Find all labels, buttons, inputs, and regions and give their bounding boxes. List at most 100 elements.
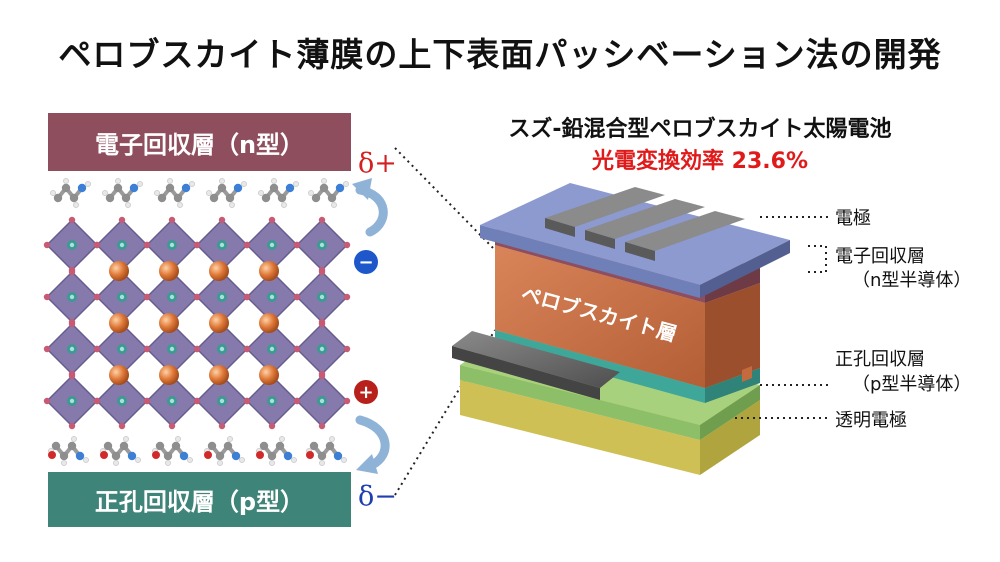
label-tco: 透明電極 bbox=[835, 410, 907, 431]
electron-collection-layer: 電子回収層（n型） bbox=[48, 113, 351, 171]
a-site-cation bbox=[109, 313, 129, 333]
a-site-cation bbox=[259, 313, 279, 333]
page-title: ペロブスカイト薄膜の上下表面パッシベーション法の開発 bbox=[58, 35, 942, 74]
label-etl-line2: （n型半導体） bbox=[852, 270, 972, 291]
ligand-molecule bbox=[204, 436, 245, 466]
ligand-molecule bbox=[100, 436, 141, 466]
halide-atom bbox=[68, 268, 76, 276]
a-site-cation bbox=[259, 261, 279, 281]
ligand-molecule bbox=[206, 178, 247, 208]
halide-atom bbox=[218, 216, 226, 224]
halide-atom bbox=[143, 293, 151, 301]
halide-atom bbox=[293, 293, 301, 301]
label-etl-line1: 電子回収層 bbox=[835, 246, 925, 267]
halide-atom bbox=[93, 293, 101, 301]
finger-electrodes bbox=[545, 187, 745, 261]
a-site-cation bbox=[159, 365, 179, 385]
substrate-front-face bbox=[460, 380, 700, 475]
ligand-molecule bbox=[308, 178, 349, 208]
halide-atom bbox=[143, 397, 151, 405]
halide-atom bbox=[268, 216, 276, 224]
label-htl-line2: （p型半導体） bbox=[852, 374, 972, 395]
halide-atom bbox=[43, 241, 51, 249]
halide-atom bbox=[318, 372, 326, 380]
halide-atom bbox=[143, 241, 151, 249]
halide-atom bbox=[343, 345, 351, 353]
halide-atom bbox=[243, 241, 251, 249]
a-site-cation bbox=[159, 313, 179, 333]
svg-text:+: + bbox=[358, 382, 373, 403]
halide-atom bbox=[318, 216, 326, 224]
ligand-molecule bbox=[154, 178, 195, 208]
tco-side-face bbox=[700, 385, 760, 440]
halide-atom bbox=[318, 422, 326, 430]
ligand-molecule bbox=[256, 436, 297, 466]
ligand-molecule bbox=[258, 178, 299, 208]
bottom-rod-electrode bbox=[452, 331, 620, 400]
positive-charge-icon: + bbox=[354, 380, 378, 404]
halide-atom bbox=[293, 397, 301, 405]
halide-atom bbox=[43, 293, 51, 301]
etl-side-face bbox=[705, 268, 760, 303]
passivation-molecules-top bbox=[50, 178, 349, 208]
delta-plus-label: δ+ bbox=[358, 148, 397, 179]
connector-line-bottom bbox=[394, 329, 496, 496]
halide-atom bbox=[43, 397, 51, 405]
device-title: スズ-鉛混合型ペロブスカイト太陽電池 bbox=[508, 117, 892, 142]
halide-atom bbox=[68, 422, 76, 430]
halide-atom bbox=[193, 345, 201, 353]
halide-atom bbox=[193, 293, 201, 301]
perovskite-crystal-lattice bbox=[43, 216, 351, 430]
halide-atom bbox=[343, 241, 351, 249]
curved-arrow-bottom-icon bbox=[355, 415, 390, 474]
ligand-molecule bbox=[102, 178, 143, 208]
ligand-molecule bbox=[48, 436, 89, 466]
passivation-molecules-bottom bbox=[48, 436, 347, 466]
ligand-molecule bbox=[50, 178, 91, 208]
top-electrode-top-face bbox=[480, 183, 790, 285]
svg-text:−: − bbox=[358, 252, 373, 273]
efficiency-label: 光電変換効率 23.6% bbox=[592, 149, 808, 174]
tco-front-face bbox=[460, 365, 700, 440]
a-site-cation bbox=[109, 261, 129, 281]
leader-etl bbox=[808, 245, 827, 273]
halide-atom bbox=[293, 345, 301, 353]
halide-atom bbox=[243, 397, 251, 405]
halide-atom bbox=[93, 397, 101, 405]
hole-collection-layer: 正孔回収層（p型） bbox=[48, 472, 351, 527]
halide-atom bbox=[243, 345, 251, 353]
halide-atom bbox=[93, 241, 101, 249]
perovskite-front-face bbox=[495, 245, 705, 388]
halide-atom bbox=[168, 422, 176, 430]
ligand-molecule bbox=[306, 436, 347, 466]
negative-charge-icon: − bbox=[354, 250, 378, 274]
halide-atom bbox=[118, 422, 126, 430]
top-electrode-front-face bbox=[480, 225, 700, 298]
halide-atom bbox=[318, 268, 326, 276]
halide-atom bbox=[93, 345, 101, 353]
delta-minus-label: δ− bbox=[358, 481, 397, 512]
halide-atom bbox=[68, 372, 76, 380]
halide-atom bbox=[343, 397, 351, 405]
a-site-cation bbox=[209, 313, 229, 333]
halide-atom bbox=[243, 293, 251, 301]
substrate-side-face bbox=[700, 400, 760, 475]
halide-atom bbox=[143, 345, 151, 353]
a-site-cation bbox=[209, 261, 229, 281]
halide-atom bbox=[68, 320, 76, 328]
a-site-cation bbox=[209, 365, 229, 385]
a-site-cation bbox=[159, 261, 179, 281]
halide-atom bbox=[318, 320, 326, 328]
a-site-cation bbox=[109, 365, 129, 385]
halide-atom bbox=[68, 216, 76, 224]
top-electrode-side-face bbox=[700, 240, 790, 298]
a-site-cation bbox=[259, 365, 279, 385]
halide-atom bbox=[193, 241, 201, 249]
label-electrode: 電極 bbox=[835, 208, 871, 229]
halide-atom bbox=[343, 293, 351, 301]
halide-atom bbox=[193, 397, 201, 405]
curved-arrow-top-icon bbox=[352, 178, 388, 237]
halide-atom bbox=[43, 345, 51, 353]
halide-atom bbox=[293, 241, 301, 249]
